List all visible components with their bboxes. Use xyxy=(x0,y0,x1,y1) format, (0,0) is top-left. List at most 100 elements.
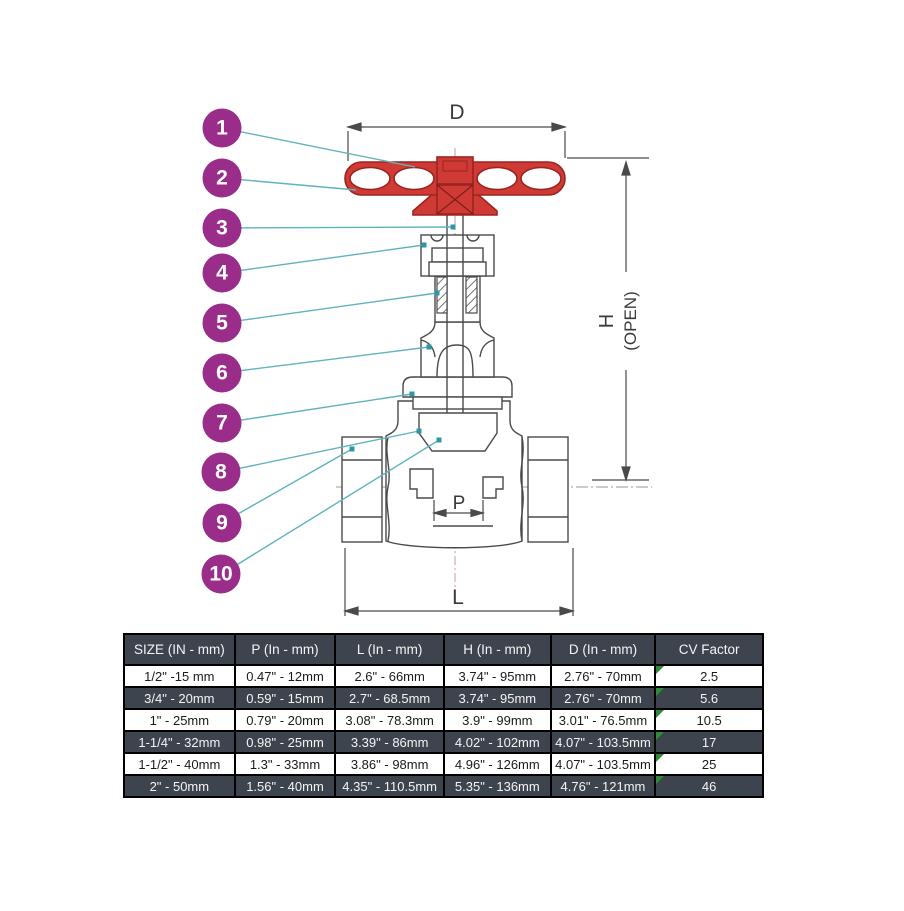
p-cell: 1.56" - 40mm xyxy=(233,774,337,798)
cv-value: 46 xyxy=(701,778,717,794)
d-cell: 2.76" - 70mm xyxy=(549,664,657,688)
dim-label-h-open: (OPEN) xyxy=(621,291,640,351)
valve-spec-table: SIZE (IN - mm) P (In - mm) L (In - mm) H… xyxy=(123,633,764,798)
p-cell: 0.79" - 20mm xyxy=(233,708,337,732)
callout-8: 8 xyxy=(201,452,241,492)
callout-10: 10 xyxy=(201,554,241,594)
seat-partition-right xyxy=(482,476,504,499)
d-cell: 4.07" - 103.5mm xyxy=(549,730,657,754)
col-header-l: L (In - mm) xyxy=(334,633,445,666)
dim-label-h: H xyxy=(596,314,618,328)
cv-cell: 10.5 xyxy=(654,708,764,732)
header-row: SIZE (IN - mm) P (In - mm) L (In - mm) H… xyxy=(123,633,764,666)
svg-text:9: 9 xyxy=(216,512,228,535)
cv-value: 5.6 xyxy=(700,690,719,706)
handwheel xyxy=(344,156,566,216)
table-row: 2" - 50mm 1.56" - 40mm 4.35" - 110.5mm 5… xyxy=(123,774,764,798)
valve-diagram: D H (OPEN) P L xyxy=(201,101,652,616)
p-cell: 0.59" - 15mm xyxy=(233,686,337,710)
dimension-l: L xyxy=(342,548,576,616)
l-cell: 3.86" - 98mm xyxy=(334,752,445,776)
size-cell: 1-1/4" - 32mm xyxy=(123,730,236,754)
svg-text:3: 3 xyxy=(216,217,228,240)
col-header-d: D (In - mm) xyxy=(549,633,657,666)
size-cell: 3/4" - 20mm xyxy=(123,686,236,710)
cv-cell: 25 xyxy=(654,752,764,776)
callout-1: 1 xyxy=(202,108,242,148)
svg-text:4: 4 xyxy=(216,262,228,285)
cv-cell: 5.6 xyxy=(654,686,764,710)
dim-label-p: P xyxy=(453,493,466,514)
cv-value: 25 xyxy=(701,756,717,772)
cv-marker-icon xyxy=(657,689,665,696)
callout-bubbles: 1 2 3 4 5 6 7 8 9 10 xyxy=(201,108,242,594)
callout-7: 7 xyxy=(202,403,242,443)
col-header-p: P (In - mm) xyxy=(233,633,337,666)
union-flange xyxy=(402,376,513,398)
cv-value: 10.5 xyxy=(696,712,722,728)
callout-2: 2 xyxy=(202,158,242,198)
stem xyxy=(446,215,464,413)
table-row: 3/4" - 20mm 0.59" - 15mm 2.7" - 68.5mm 3… xyxy=(123,686,764,710)
h-cell: 4.02" - 102mm xyxy=(442,730,552,754)
bonnet xyxy=(420,321,495,378)
d-cell: 4.76" - 121mm xyxy=(549,774,657,798)
dimension-d: D xyxy=(345,101,568,161)
d-cell: 4.07" - 103.5mm xyxy=(549,752,657,776)
svg-text:7: 7 xyxy=(216,412,228,435)
size-cell: 2" - 50mm xyxy=(123,774,236,798)
cv-marker-icon xyxy=(657,667,665,674)
l-cell: 2.6" - 66mm xyxy=(334,664,445,688)
table-row: 1/2" -15 mm 0.47" - 12mm 2.6" - 66mm 3.7… xyxy=(123,664,764,688)
h-cell: 5.35" - 136mm xyxy=(442,774,552,798)
cv-cell: 46 xyxy=(654,774,764,798)
dimension-h: H (OPEN) xyxy=(567,157,649,483)
callout-9: 9 xyxy=(202,503,242,543)
cv-marker-icon xyxy=(657,755,665,762)
h-cell: 3.74" - 95mm xyxy=(442,664,552,688)
right-port xyxy=(520,436,569,543)
dim-label-l: L xyxy=(452,586,464,609)
svg-text:6: 6 xyxy=(216,362,228,385)
sub-flange xyxy=(412,396,503,410)
col-header-h: H (In - mm) xyxy=(442,633,552,666)
table-row: 1-1/2" - 40mm 1.3" - 33mm 3.86" - 98mm 4… xyxy=(123,752,764,776)
left-port xyxy=(341,436,390,543)
size-cell: 1-1/2" - 40mm xyxy=(123,752,236,776)
col-header-cv: CV Factor xyxy=(654,633,764,666)
leader-dots xyxy=(349,224,456,452)
callout-4: 4 xyxy=(202,253,242,293)
h-cell: 3.74" - 95mm xyxy=(442,686,552,710)
h-cell: 3.9" - 99mm xyxy=(442,708,552,732)
cv-value: 17 xyxy=(701,734,717,750)
dim-label-d: D xyxy=(449,101,464,124)
valve-body xyxy=(341,234,569,549)
svg-text:2: 2 xyxy=(216,167,228,190)
callout-3: 3 xyxy=(202,208,242,248)
l-cell: 4.35" - 110.5mm xyxy=(334,774,445,798)
cv-value: 2.5 xyxy=(700,668,719,684)
svg-text:8: 8 xyxy=(215,461,227,484)
cv-marker-icon xyxy=(657,711,665,718)
callout-5: 5 xyxy=(202,303,242,343)
p-cell: 0.98" - 25mm xyxy=(233,730,337,754)
col-header-size: SIZE (IN - mm) xyxy=(123,633,236,666)
dimension-p: P xyxy=(431,493,486,521)
gland-lower xyxy=(428,261,487,277)
svg-text:5: 5 xyxy=(216,312,228,335)
cv-marker-icon xyxy=(657,777,665,784)
l-cell: 2.7" - 68.5mm xyxy=(334,686,445,710)
svg-text:1: 1 xyxy=(216,117,228,140)
p-cell: 1.3" - 33mm xyxy=(233,752,337,776)
l-cell: 3.39" - 86mm xyxy=(334,730,445,754)
seat-partition-left xyxy=(409,468,434,499)
d-cell: 2.76" - 70mm xyxy=(549,686,657,710)
table-row: 1-1/4" - 32mm 0.98" - 25mm 3.39" - 86mm … xyxy=(123,730,764,754)
cv-cell: 17 xyxy=(654,730,764,754)
cv-cell: 2.5 xyxy=(654,664,764,688)
l-cell: 3.08" - 78.3mm xyxy=(334,708,445,732)
table-row: 1" - 25mm 0.79" - 20mm 3.08" - 78.3mm 3.… xyxy=(123,708,764,732)
size-cell: 1" - 25mm xyxy=(123,708,236,732)
h-cell: 4.96" - 126mm xyxy=(442,752,552,776)
cv-marker-icon xyxy=(657,733,665,740)
